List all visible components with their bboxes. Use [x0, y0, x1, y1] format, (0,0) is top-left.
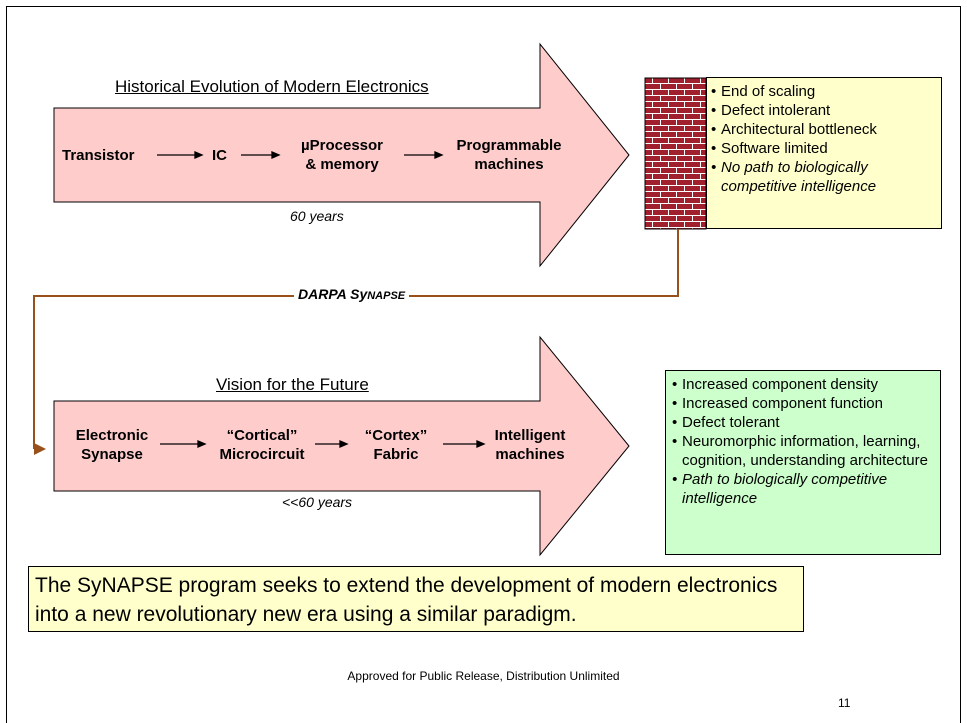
limitation-item: Software limited — [711, 139, 937, 158]
history-arrow — [53, 42, 630, 268]
node-electronic-synapse: Electronic Synapse — [75, 427, 149, 463]
benefit-item: Increased component function — [672, 394, 934, 413]
summary-box: The SyNAPSE program seeks to extend the … — [28, 566, 804, 632]
future-duration: <<60 years — [282, 494, 353, 510]
benefit-item-italic: Path to biologically competitive intelli… — [672, 470, 934, 508]
history-duration: 60 years — [290, 208, 344, 224]
connector-arrowhead — [34, 443, 46, 455]
brick-wall — [644, 77, 707, 230]
benefits-box: Increased component density Increased co… — [665, 370, 941, 555]
node-microprocessor: µProcessor & memory — [300, 137, 384, 173]
node-transistor: Transistor — [62, 147, 135, 164]
benefit-item: Increased component density — [672, 375, 934, 394]
node-programmable-machines: Programmable machines — [456, 137, 562, 173]
limitation-item: Architectural bottleneck — [711, 120, 937, 139]
darpa-label-smallcaps: NAPSE — [367, 290, 406, 302]
limitation-item: Defect intolerant — [711, 101, 937, 120]
darpa-synapse-label: DARPA SyNAPSE — [294, 286, 410, 302]
footer-notice: Approved for Public Release, Distributio… — [347, 669, 620, 683]
future-header: Vision for the Future — [216, 375, 369, 394]
node-cortex-fabric: “Cortex” Fabric — [364, 427, 428, 463]
benefit-item: Neuromorphic information, learning, cogn… — [672, 432, 934, 470]
limitation-item: End of scaling — [711, 82, 937, 101]
node-ic: IC — [212, 147, 227, 164]
node-cortical-microcircuit: “Cortical” Microcircuit — [219, 427, 305, 463]
benefit-item: Defect tolerant — [672, 413, 934, 432]
limitations-box: End of scaling Defect intolerant Archite… — [706, 77, 942, 229]
darpa-label-main: DARPA Sy — [298, 286, 368, 302]
node-intelligent-machines: Intelligent machines — [494, 427, 566, 463]
page-number: 11 — [838, 696, 851, 710]
limitation-item-italic: No path to biologically competitive inte… — [711, 158, 937, 196]
history-header: Historical Evolution of Modern Electroni… — [115, 77, 429, 96]
